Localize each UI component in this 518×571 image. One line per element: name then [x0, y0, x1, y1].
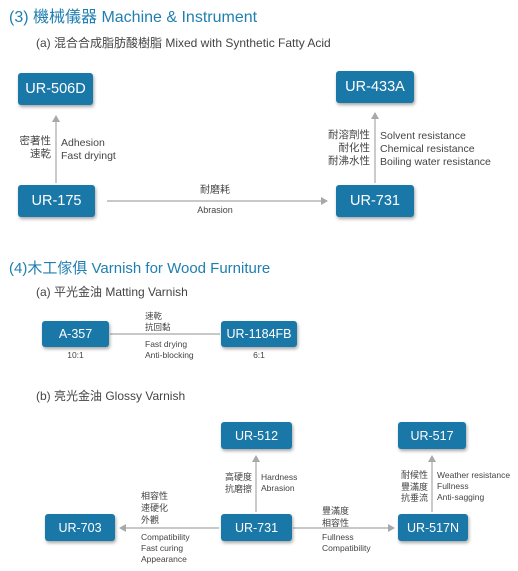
adhesion-label-zh: 密著性速乾 [19, 135, 52, 160]
product-box-ur433a: UR-433A [336, 71, 414, 103]
abrasion-label-en: Abrasion [197, 205, 233, 215]
ratio-a357: 10:1 [67, 350, 84, 360]
section-4a-subtitle: (a) 平光金油 Matting Varnish [36, 285, 188, 299]
abrasion-label-zh: 耐磨耗 [200, 185, 230, 196]
fullness-label-zh: 豐滿度相容性 [322, 506, 350, 528]
compatibility-label-zh: 相容性速硬化外觀 [141, 491, 169, 525]
section-3-title: (3) 機械儀器 Machine & Instrument [9, 9, 258, 26]
solvent-resistance-label-zh: 耐溶劑性耐化性耐沸水性 [328, 129, 370, 167]
section-3a-subtitle: (a) 混合合成脂肪酸樹脂 Mixed with Synthetic Fatty… [36, 36, 331, 50]
product-box-ur517n: UR-517N [398, 514, 468, 541]
ratio-ur1184fb: 6:1 [253, 350, 265, 360]
product-box-ur703: UR-703 [45, 514, 115, 541]
section-4b-subtitle: (b) 亮光金油 Glossy Varnish [36, 389, 186, 403]
matting-label-zh: 速乾抗回黏 [145, 311, 171, 332]
product-box-ur175: UR-175 [18, 185, 95, 217]
product-box-ur517: UR-517 [398, 422, 466, 449]
product-box-ur506d: UR-506D [18, 73, 93, 105]
product-box-ur512: UR-512 [221, 422, 292, 449]
section-4-title: (4)木工傢俱 Varnish for Wood Furniture [9, 260, 271, 277]
product-box-ur731-glossy: UR-731 [221, 514, 292, 541]
product-box-a357: A-357 [42, 321, 109, 347]
product-box-ur1184fb: UR-1184FB [221, 321, 297, 347]
hardness-label-zh: 高硬度抗磨擦 [224, 472, 252, 494]
weather-resistance-label-zh: 耐候性豐滿度抗垂流 [400, 470, 428, 503]
product-box-ur731: UR-731 [336, 185, 414, 217]
